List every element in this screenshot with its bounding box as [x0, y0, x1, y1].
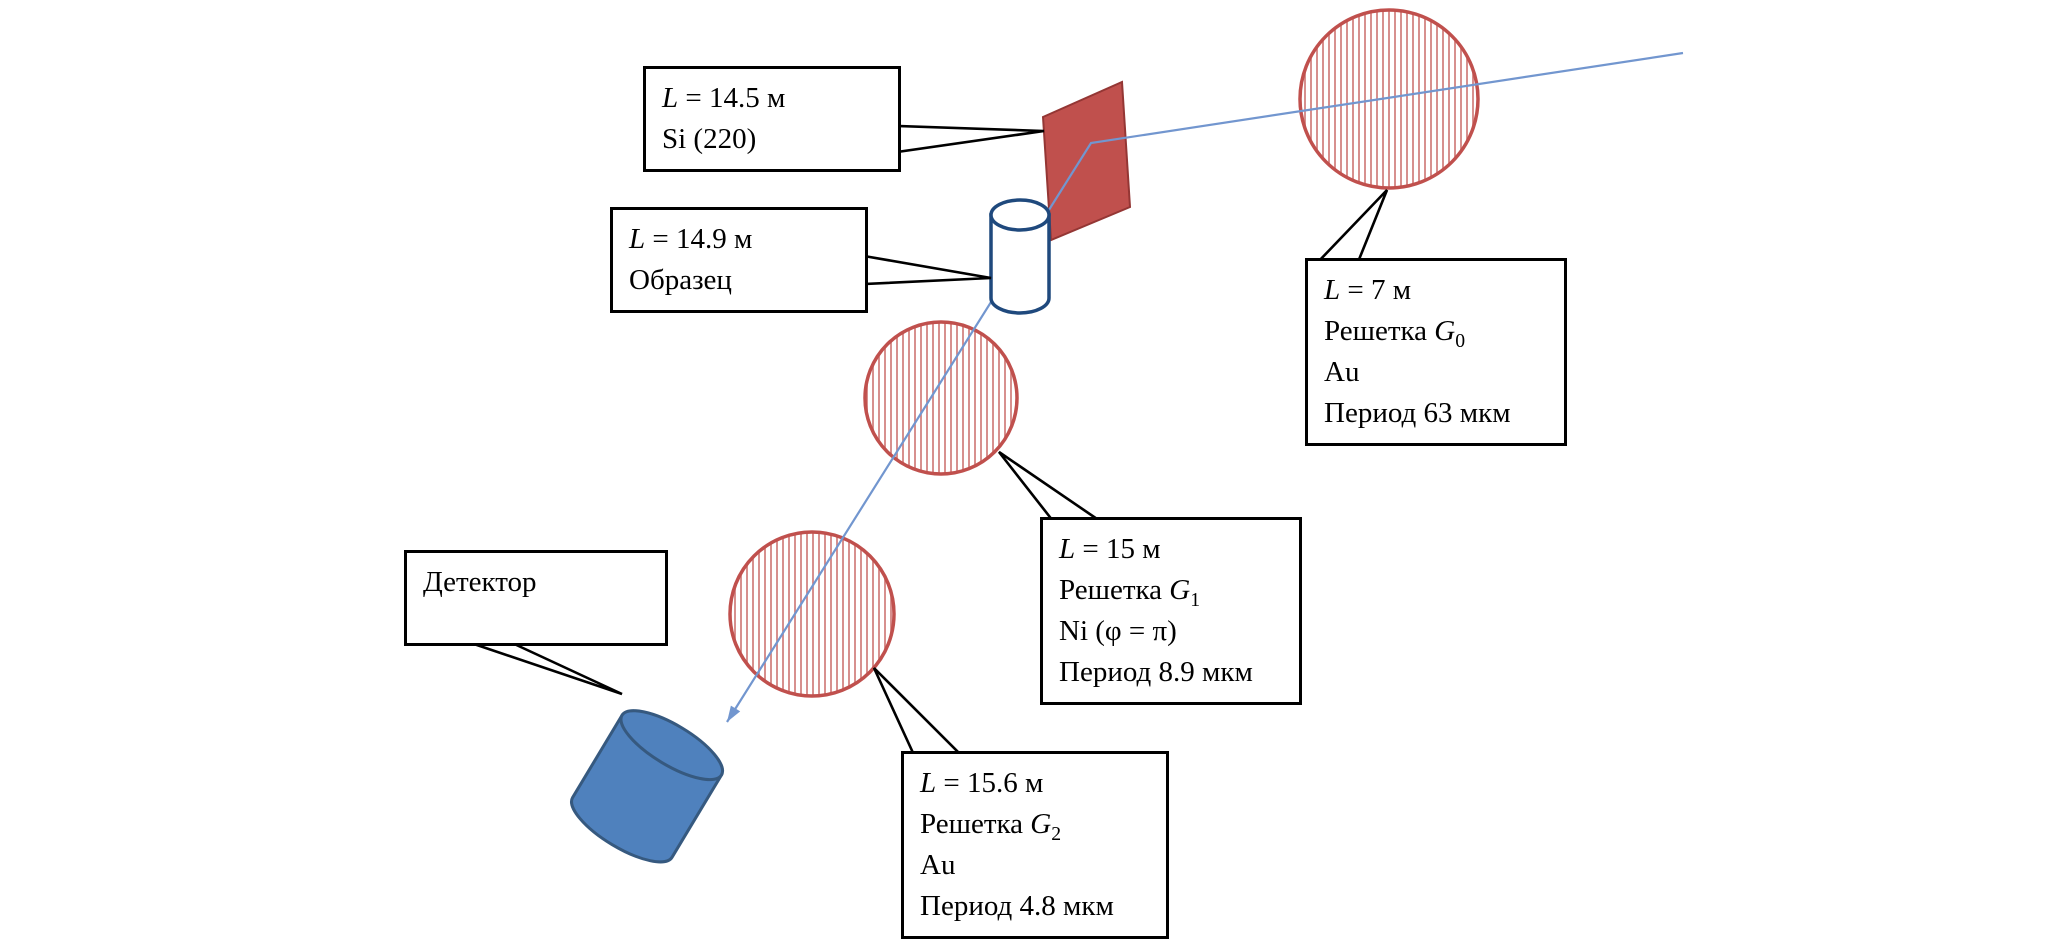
callout-g2-line-1: L = 15.6 м [920, 767, 1044, 799]
sample-cylinder [989, 198, 1051, 315]
callout-g2: L = 15.6 м Решетка G2 Au Период 4.8 мкм [901, 751, 1169, 939]
callout-detector-pointer [467, 640, 623, 696]
callout-sample: L = 14.9 м Образец [610, 207, 868, 313]
detector-cylinder [570, 709, 725, 864]
callout-g0-line-4: Период 63 мкм [1324, 397, 1511, 429]
callout-g1-line-1: L = 15 м [1059, 533, 1161, 565]
callout-g0-line-1: L = 7 м [1324, 274, 1412, 306]
callout-g1: L = 15 м Решетка G1 Ni (φ = π) Период 8.… [1040, 517, 1302, 705]
beam-line [726, 51, 1684, 723]
callout-g0-line-2: Решетка G0 [1324, 315, 1466, 352]
callout-g0-pointer [1314, 189, 1389, 264]
callout-detector: Детектор [404, 550, 668, 646]
callout-g2-line-2: Решетка G2 [920, 808, 1062, 845]
callout-g1-line-4: Период 8.9 мкм [1059, 656, 1253, 688]
beam-arrowhead-icon [727, 705, 741, 722]
callout-detector-line-1: Детектор [423, 566, 537, 598]
callout-g0: L = 7 м Решетка G0 Au Период 63 мкм [1305, 258, 1567, 446]
callout-si: L = 14.5 м Si (220) [643, 66, 901, 172]
callout-g2-pointer [872, 667, 965, 757]
callout-g2-line-3: Au [920, 849, 956, 881]
callout-sample-pointer [862, 254, 992, 286]
grating-g2-circle [728, 530, 896, 698]
callout-sample-line-1: L = 14.9 м [629, 223, 753, 255]
callout-g2-line-4: Период 4.8 мкм [920, 890, 1114, 922]
callout-g1-pointer [997, 450, 1105, 523]
callout-si-line-2: Si (220) [662, 123, 757, 155]
callout-g0-line-3: Au [1324, 356, 1360, 388]
callout-sample-line-2: Образец [629, 264, 732, 296]
si-crystal-shape [1041, 80, 1132, 242]
callout-si-line-1: L = 14.5 м [662, 82, 786, 114]
grating-g1-circle [863, 320, 1019, 476]
callout-g1-line-2: Решетка G1 [1059, 574, 1201, 611]
grating-g0-circle [1298, 8, 1480, 190]
callout-g1-line-3: Ni (φ = π) [1059, 615, 1177, 647]
callout-si-pointer [895, 124, 1045, 154]
